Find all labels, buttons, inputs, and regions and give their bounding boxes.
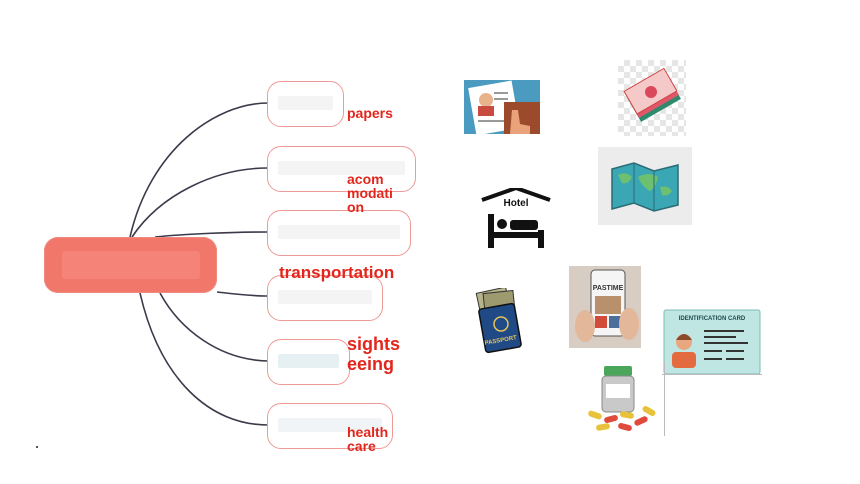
- branch-papers[interactable]: [267, 81, 344, 127]
- document-photo-icon: [464, 80, 540, 134]
- connector-blank: [154, 231, 269, 238]
- hotel-icon: Hotel: [481, 188, 551, 248]
- phone-app-title: PASTIME: [593, 285, 624, 292]
- branch-health-care[interactable]: [267, 403, 393, 449]
- branch-accommodation[interactable]: [267, 146, 416, 192]
- connector-health: [139, 292, 269, 426]
- hotel-sign-text: Hotel: [504, 198, 529, 209]
- label-papers: papers: [347, 105, 393, 121]
- world-map-icon: [598, 147, 692, 225]
- passport-icon: PASSPORT: [475, 288, 522, 354]
- id-card-icon: IDENTIFICATION CARD: [662, 308, 762, 376]
- label-sightseeing: sights eeing: [347, 334, 401, 374]
- stray-dot: [36, 446, 38, 448]
- branch-sightseeing[interactable]: [267, 339, 350, 385]
- central-topic-text: [62, 251, 200, 279]
- branch-blank[interactable]: [267, 210, 411, 256]
- label-accommodation: acom modati on: [347, 171, 393, 215]
- central-topic[interactable]: [44, 237, 217, 293]
- connector-sightseeing: [159, 292, 269, 362]
- branch-transportation[interactable]: [267, 275, 383, 321]
- label-transportation: transportation: [279, 263, 395, 282]
- connector-papers: [129, 102, 269, 238]
- label-health-care: health care: [347, 424, 389, 454]
- money-icon: [618, 60, 686, 136]
- connector-accommodation: [131, 167, 269, 238]
- medicine-icon: [582, 362, 666, 436]
- id-card-title: IDENTIFICATION CARD: [679, 316, 746, 322]
- passport-text: PASSPORT: [484, 335, 517, 347]
- phone-icon: PASTIME: [569, 266, 641, 348]
- connector-transportation: [216, 291, 269, 297]
